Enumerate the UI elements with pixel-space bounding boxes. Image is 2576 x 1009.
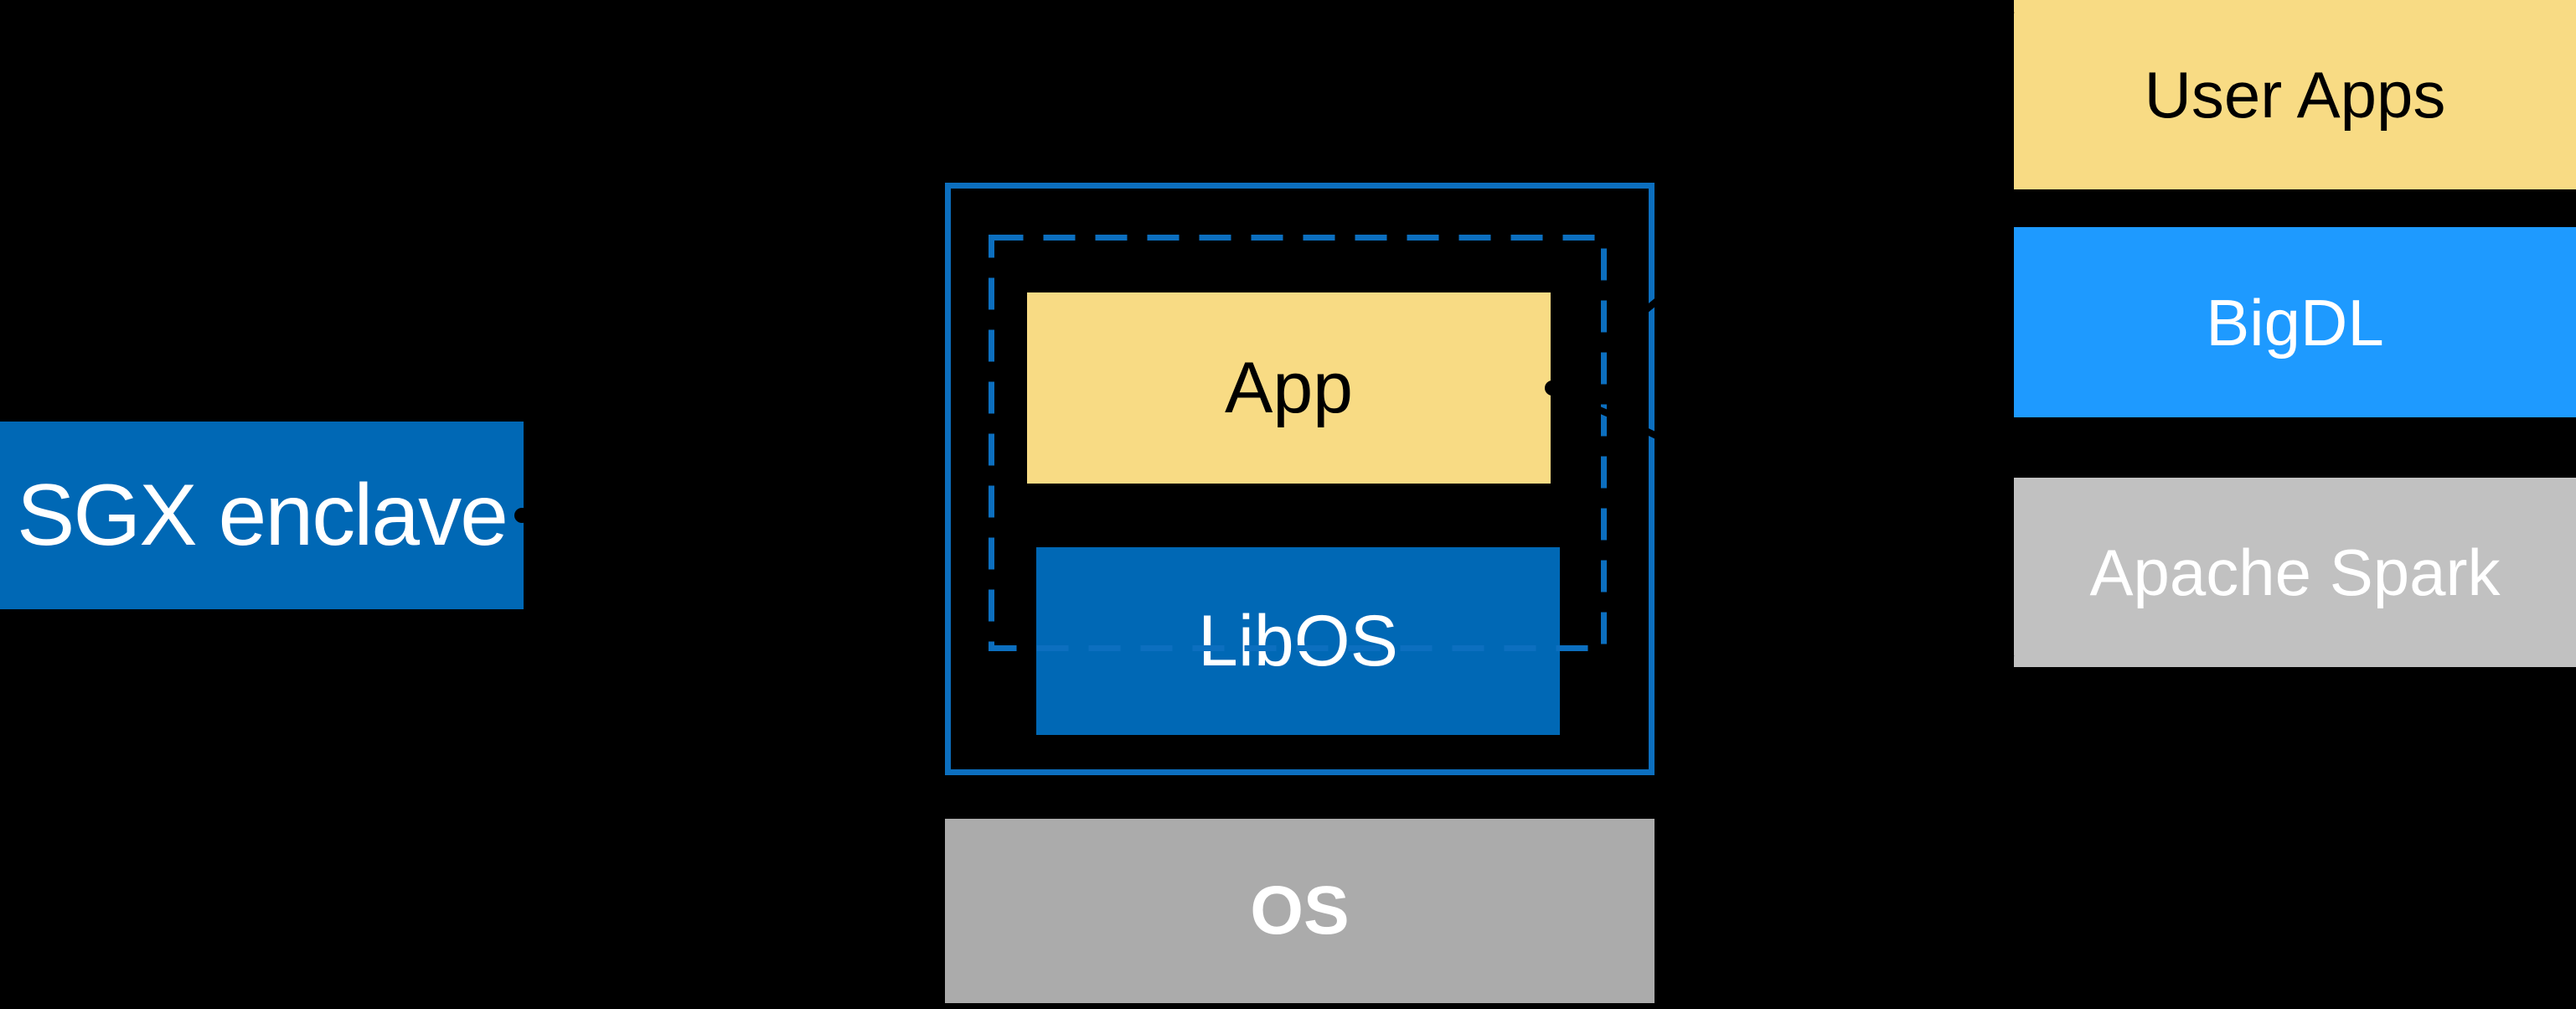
brace-bottom-arm-line bbox=[1554, 389, 2015, 662]
libos-box: LibOS bbox=[1036, 547, 1560, 735]
sgx-enclave-label-box: SGX enclave bbox=[0, 422, 524, 609]
sgx-connector-arrowhead-icon bbox=[985, 504, 1005, 526]
bigdl-box: BigDL bbox=[2014, 227, 2576, 417]
brace-top-arm-line bbox=[1553, 7, 2015, 387]
user-apps-label: User Apps bbox=[2144, 58, 2446, 132]
libos-label: LibOS bbox=[1197, 601, 1399, 681]
sgx-enclave-label: SGX enclave bbox=[17, 467, 508, 564]
app-label: App bbox=[1224, 348, 1354, 428]
apache-spark-box: Apache Spark bbox=[2014, 478, 2576, 667]
os-box: OS bbox=[945, 819, 1655, 1003]
user-apps-box: User Apps bbox=[2014, 0, 2576, 189]
app-box: App bbox=[1027, 292, 1551, 484]
bigdl-label: BigDL bbox=[2206, 285, 2384, 360]
os-label: OS bbox=[1250, 872, 1350, 949]
apache-spark-label: Apache Spark bbox=[2089, 536, 2501, 609]
